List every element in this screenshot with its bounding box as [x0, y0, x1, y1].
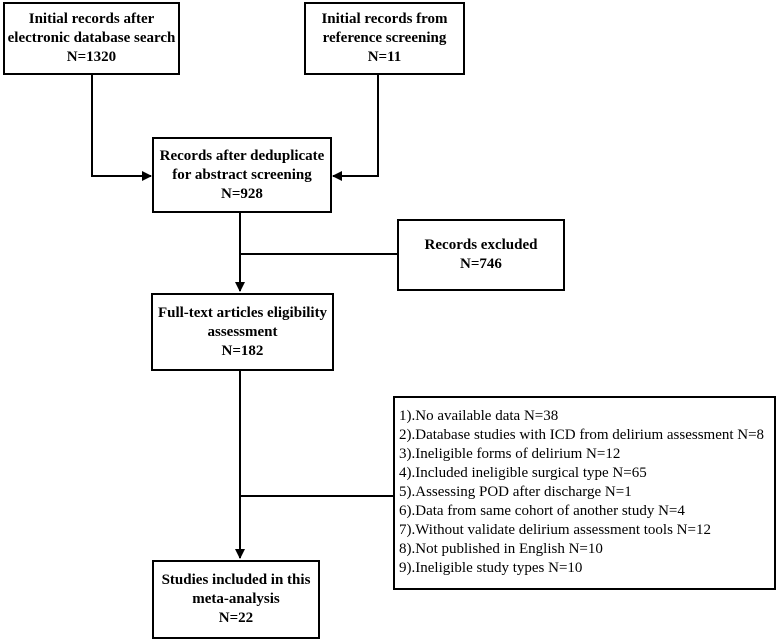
initial-ref-count: N=11: [367, 49, 402, 65]
records-excluded-box: Records excluded N=746: [397, 219, 565, 291]
dedup-count: N=928: [221, 185, 263, 202]
initial-ref-line2: reference screening: [322, 30, 447, 46]
exclusion-reason: 1).No available data N=38: [399, 408, 559, 424]
initial-db-line1: Initial records after: [28, 11, 155, 27]
exclusion-reason: 3).Ineligible forms of delirium N=12: [399, 446, 621, 462]
fulltext-count: N=182: [221, 342, 264, 359]
full-text-assessment-box: Full-text articles eligibility assessmen…: [151, 293, 334, 371]
exclusion-reason: 6).Data from same cohort of another stud…: [399, 503, 685, 519]
included-line2: meta-analysis: [192, 591, 280, 607]
included-line1: Studies included in this: [161, 572, 311, 588]
deduplicated-records-box: Records after deduplicate for abstract s…: [152, 137, 332, 213]
fulltext-line1: Full-text articles eligibility: [157, 304, 328, 321]
exclusion-reason: 8).Not published in English N=10: [399, 541, 603, 557]
exclusion-reason: 4).Included ineligible surgical type N=6…: [399, 465, 647, 481]
initial-records-reference-box: Initial records from reference screening…: [304, 2, 465, 75]
exclusion-reason: 2).Database studies with ICD from deliri…: [399, 427, 765, 443]
included-count: N=22: [218, 610, 254, 626]
initial-records-database-box: Initial records after electronic databas…: [3, 2, 180, 75]
full-text-exclusion-reasons-box: 1).No available data N=38 2).Database st…: [393, 396, 776, 590]
arrow-initial-ref-to-dedup: [332, 74, 379, 181]
initial-ref-line1: Initial records from: [321, 11, 448, 27]
excluded-count: N=746: [460, 256, 502, 272]
initial-db-line2: electronic database search: [7, 30, 176, 46]
exclusion-reason: 9).Ineligible study types N=10: [399, 560, 583, 576]
dedup-line1: Records after deduplicate: [159, 147, 325, 164]
excluded-line1: Records excluded: [424, 237, 538, 253]
fulltext-line2: assessment: [207, 323, 278, 340]
dedup-line2: for abstract screening: [172, 166, 312, 183]
initial-db-count: N=1320: [66, 49, 117, 65]
arrow-initial-db-to-dedup: [91, 74, 152, 181]
studies-included-box: Studies included in this meta-analysis N…: [152, 560, 320, 639]
exclusion-reason: 5).Assessing POD after discharge N=1: [399, 484, 632, 500]
exclusion-reason: 7).Without validate delirium assessment …: [399, 522, 711, 538]
